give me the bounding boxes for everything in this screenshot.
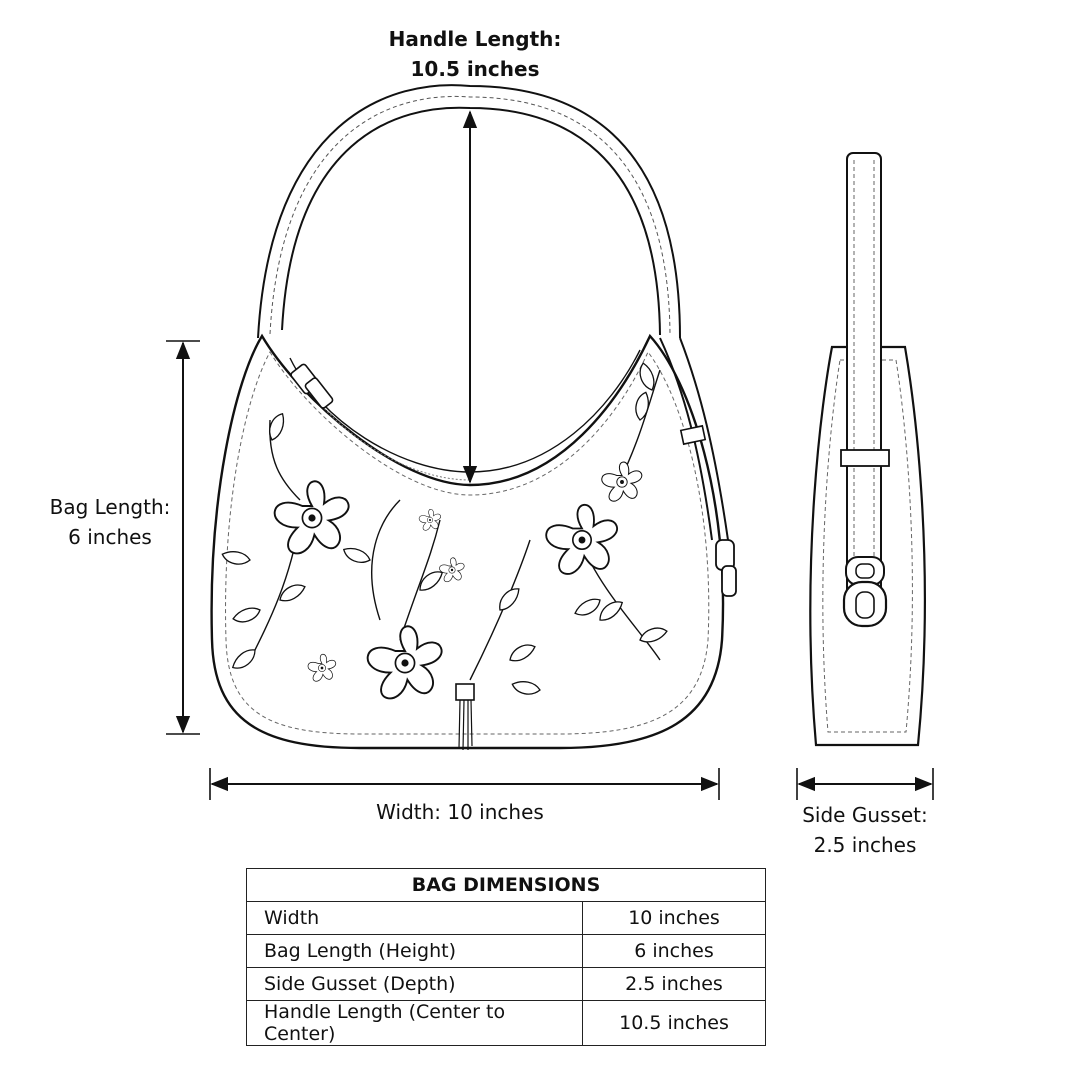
row-label: Width <box>246 901 583 935</box>
bag-body-outline <box>210 333 725 750</box>
row-value: 6 inches <box>582 934 766 968</box>
side-gusset-dimension <box>796 768 934 800</box>
shoulder-bag-side-icon <box>809 152 926 747</box>
side-gusset-value: 2.5 inches <box>813 833 917 857</box>
handle-strap <box>257 84 681 339</box>
row-label: Bag Length (Height) <box>246 934 583 968</box>
tassel-icon <box>455 683 475 751</box>
handle-length-title: Handle Length: <box>388 27 562 51</box>
row-value: 2.5 inches <box>582 967 766 1001</box>
table-row: Side Gusset (Depth) 2.5 inches <box>246 967 766 1001</box>
table-row: Bag Length (Height) 6 inches <box>246 934 766 968</box>
bag-dimensions-table: BAG DIMENSIONS Width 10 inches Bag Lengt… <box>246 868 766 1046</box>
bag-length-title: Bag Length: <box>49 495 171 519</box>
handle-length-label: Handle Length: 10.5 inches <box>330 24 620 84</box>
table-header-row: BAG DIMENSIONS <box>246 868 766 902</box>
row-value: 10.5 inches <box>582 1000 766 1046</box>
buckle-icon <box>715 539 737 597</box>
width-label: Width: 10 inches <box>376 800 544 824</box>
bag-length-value: 6 inches <box>68 525 152 549</box>
floral-embroidery <box>219 361 669 700</box>
handle-length-value: 10.5 inches <box>410 57 540 81</box>
bag-length-dimension <box>166 340 200 735</box>
side-gusset-title: Side Gusset: <box>802 803 928 827</box>
bag-length-label: Bag Length: 6 inches <box>30 492 190 552</box>
row-label: Handle Length (Center to Center) <box>246 1000 583 1046</box>
bag-front-view <box>210 84 737 751</box>
table-row: Handle Length (Center to Center) 10.5 in… <box>246 1000 766 1046</box>
table-title: BAG DIMENSIONS <box>246 868 766 902</box>
width-dimension <box>209 768 720 800</box>
row-value: 10 inches <box>582 901 766 935</box>
side-gusset-label: Side Gusset: 2.5 inches <box>770 800 960 860</box>
zipper-pull-icon <box>290 363 334 409</box>
table-row: Width 10 inches <box>246 901 766 935</box>
row-label: Side Gusset (Depth) <box>246 967 583 1001</box>
